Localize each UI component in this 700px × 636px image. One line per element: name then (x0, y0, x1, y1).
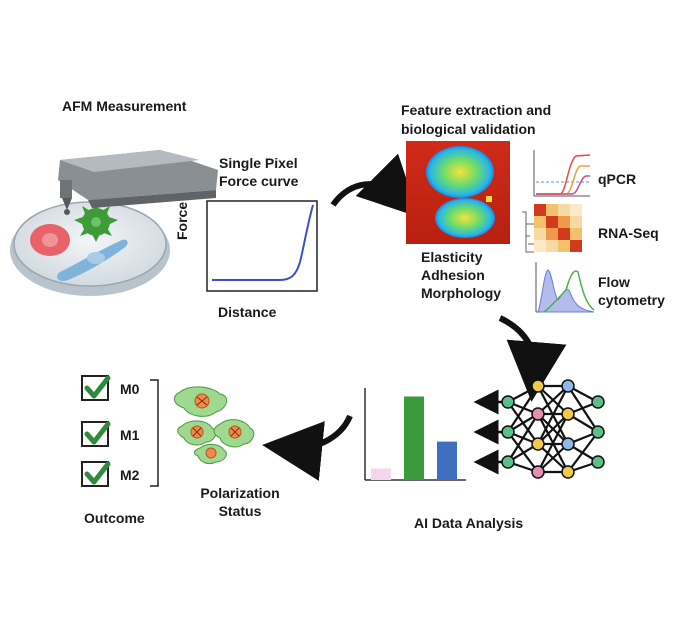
macrophage-cell-4 (193, 443, 227, 465)
cell-blob-bottom (435, 198, 495, 238)
polarization-label: Polarization (200, 485, 280, 501)
arrow-to-ai (498, 315, 567, 402)
flow-cytometry-plot (535, 262, 595, 313)
feature-morphology: Morphology (421, 285, 502, 301)
green-cell (74, 202, 118, 242)
afm-measurement-title: AFM Measurement (62, 98, 187, 114)
plot-frame (206, 200, 318, 292)
qpcr-plot (533, 150, 591, 197)
qpcr-label: qPCR (598, 171, 637, 187)
bar-1 (371, 468, 391, 480)
feature-elasticity: Elasticity (421, 249, 483, 265)
checkbox-m1 (81, 421, 111, 447)
check-icon (84, 421, 111, 445)
cell-blob-top (426, 146, 494, 198)
checkbox-m2 (81, 461, 111, 487)
outcome-label: Outcome (84, 510, 145, 526)
check-icon (84, 461, 111, 485)
arrow-to-features (330, 153, 420, 218)
cytometry-label: cytometry (598, 292, 665, 308)
macrophage-cell-1 (174, 386, 228, 417)
rnaseq-heatmap (522, 204, 582, 253)
neural-network (473, 379, 605, 479)
afm-heatmap-image (406, 141, 510, 244)
checklist-bracket (150, 379, 159, 487)
check-icon (84, 375, 111, 399)
arrow-to-polarization (262, 414, 353, 481)
afm-illustration (10, 150, 218, 296)
rnaseq-label: RNA-Seq (598, 225, 659, 241)
feature-adhesion: Adhesion (421, 267, 485, 283)
force-curve-label: Force curve (219, 173, 299, 189)
checklist-m0-label: M0 (120, 381, 140, 397)
checklist-m1-label: M1 (120, 427, 140, 443)
force-curve-plot (206, 200, 318, 292)
distance-axis-label: Distance (218, 304, 277, 320)
outcome-checklist (81, 375, 159, 487)
result-bar-chart (364, 388, 466, 481)
single-pixel-label: Single Pixel (219, 155, 298, 171)
macrophage-cell-3 (213, 419, 255, 448)
afm-tip (62, 198, 72, 210)
ai-data-analysis-label: AI Data Analysis (414, 515, 524, 531)
flow-label: Flow (598, 274, 630, 290)
status-label: Status (218, 503, 262, 519)
polarized-cells (174, 386, 255, 465)
checklist-m2-label: M2 (120, 467, 140, 483)
checkbox-m0 (81, 375, 111, 401)
feature-extraction-title: Feature extraction and (401, 102, 552, 118)
macrophage-cell-2 (177, 420, 217, 446)
force-curve (212, 204, 314, 281)
force-axis-label: Force (174, 201, 190, 240)
bar-3 (437, 441, 457, 480)
biological-validation-title: biological validation (401, 121, 536, 137)
bar-2 (404, 396, 424, 480)
